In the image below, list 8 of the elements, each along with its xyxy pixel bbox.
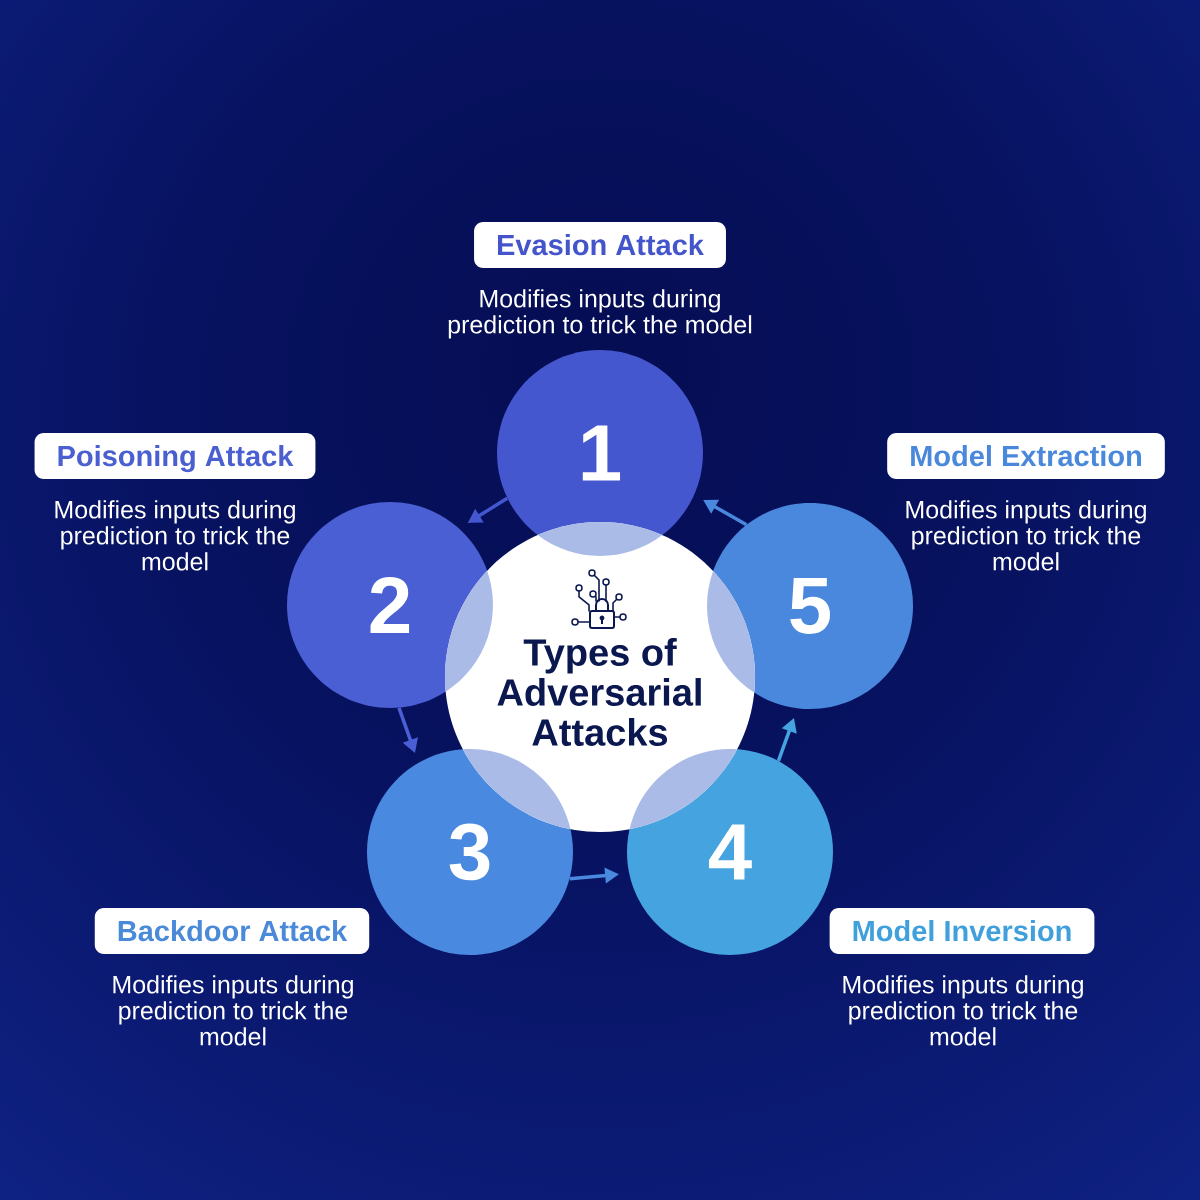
description-text: Modifies inputs during prediction to trick the model	[113, 975, 353, 1046]
title-tab: Poisoning Attack	[34, 433, 316, 479]
title-tab: Model Extraction	[887, 433, 1165, 479]
description-text: Modifies inputs during prediction to trick the model	[448, 289, 752, 339]
title-tab: Backdoor Attack	[94, 908, 370, 954]
title-tab: Evasion Attack	[474, 222, 726, 268]
description-text: Modifies inputs during prediction to trick the model	[843, 975, 1083, 1046]
title-tab: Model Inversion	[829, 908, 1095, 954]
